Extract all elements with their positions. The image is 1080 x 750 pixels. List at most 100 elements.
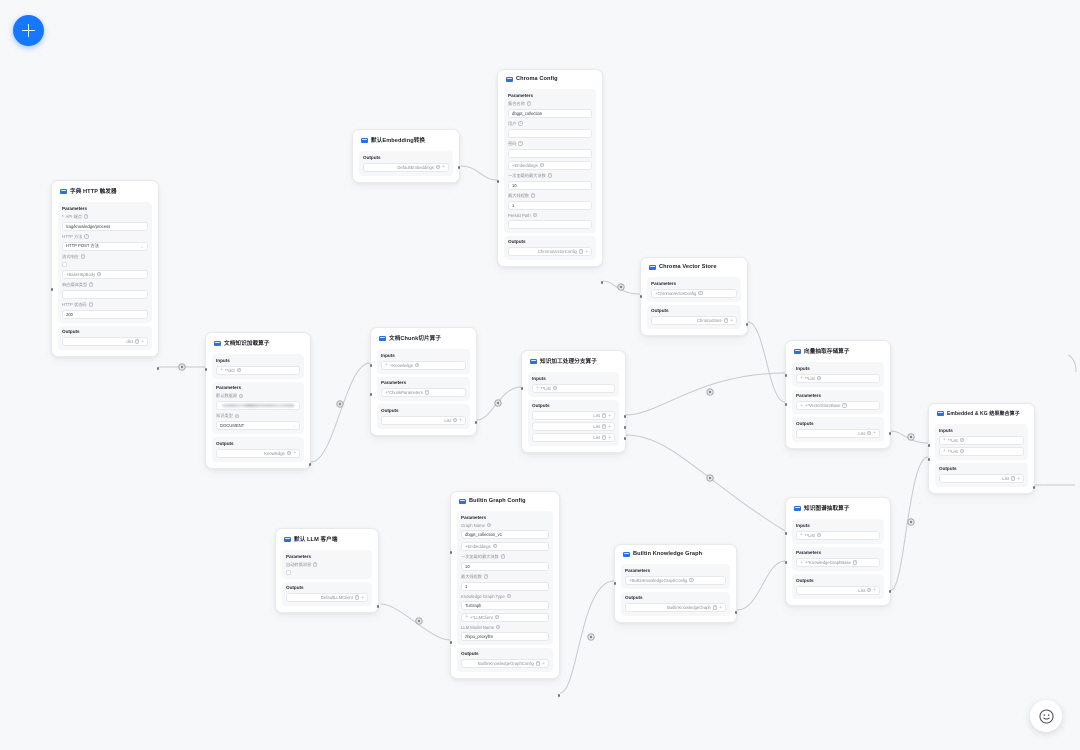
output-port-list[interactable]: List?+ [381, 415, 466, 425]
add-port-icon[interactable]: + [873, 587, 876, 593]
node-builtin-graph-config[interactable]: Builtin Graph Config Parameters Graph Na… [449, 491, 561, 697]
port-dot-in[interactable] [369, 364, 373, 367]
port-dot-in[interactable] [639, 295, 643, 298]
http-method-select[interactable]: HTTP POST 方法⌄ [62, 241, 148, 251]
input-port-list-2[interactable]: +**List? [939, 446, 1024, 456]
api-endpoint-input[interactable]: /rag/knowledge/process [62, 221, 148, 231]
port-dot-out[interactable] [888, 432, 892, 435]
auto-convert-message-checkbox[interactable] [286, 569, 291, 575]
port-dot-out-1[interactable] [623, 415, 627, 418]
node-chroma-vector-store[interactable]: Chroma Vector Store Parameters +ChromaVe… [639, 257, 749, 336]
max-chunks-per-load-input[interactable]: 10 [461, 561, 549, 571]
add-port-icon[interactable]: + [220, 367, 223, 373]
add-port-icon[interactable]: + [800, 532, 803, 538]
knowledge-graph-type-input[interactable]: TuGraph [461, 600, 549, 610]
port-dot-in-1[interactable] [927, 444, 931, 447]
add-port-icon[interactable]: + [585, 248, 588, 255]
node-doc-knowledge-loader[interactable]: 文档知识加载算子 Inputs +**dict? Parameters 默认数据… [204, 332, 312, 469]
port-dot-in[interactable] [613, 582, 617, 585]
max-threads-input[interactable]: 1 [508, 200, 592, 210]
port-llmclient[interactable]: ++*LLMClient? [461, 612, 549, 622]
add-port-icon[interactable]: + [293, 450, 296, 456]
port-dot-out[interactable] [376, 605, 380, 608]
port-dot-in[interactable] [204, 368, 208, 371]
add-port-icon[interactable]: + [719, 604, 722, 611]
add-port-icon[interactable]: + [361, 594, 364, 601]
port-dot-in[interactable] [50, 288, 54, 291]
output-port-builtinknowledgegraphconfig[interactable]: BuiltinKnowledgeGraphConfig?+ [461, 659, 549, 668]
add-port-icon[interactable]: + [442, 164, 445, 170]
output-port-defaultembeddings[interactable]: DefaultEmbeddings?+ [363, 162, 449, 172]
port-dot-out[interactable] [745, 323, 749, 326]
default-datasource-input[interactable] [216, 401, 300, 410]
add-port-icon[interactable]: + [943, 448, 946, 454]
port-dot-param[interactable] [369, 393, 373, 396]
node-kg-extract[interactable]: 知识图谱抽取算子 Inputs +**List? Parameters ++*K… [784, 497, 892, 606]
port-dot-in[interactable] [784, 532, 788, 535]
output-port-defaultllmclient[interactable]: DefaultLLMClient?+ [286, 593, 368, 602]
http-status-code-input[interactable]: 200 [62, 309, 148, 319]
add-port-icon[interactable]: + [800, 559, 803, 566]
add-port-icon[interactable]: + [465, 614, 468, 620]
port-embeddings[interactable]: +Embeddings? [508, 160, 592, 170]
help-bubble-button[interactable] [1030, 700, 1062, 732]
knowledge-type-select[interactable]: DOCUMENT⌄ [216, 421, 300, 430]
port-basehttpbody[interactable]: +BaseHttpBody? [62, 269, 148, 279]
max-threads-input[interactable]: 1 [461, 581, 549, 591]
port-dot-out[interactable] [156, 367, 160, 370]
node-doc-chunk-split[interactable]: 文档Chunk切片算子 Inputs ++Knowledge? Paramete… [369, 327, 478, 436]
port-chunkparameters[interactable]: +*ChunkParameters? [381, 388, 466, 397]
port-dot-out[interactable] [474, 421, 478, 424]
add-port-icon[interactable]: + [943, 437, 946, 443]
add-port-icon[interactable]: + [385, 362, 388, 368]
port-dot-in[interactable] [520, 387, 524, 390]
password-input[interactable] [508, 148, 592, 158]
persist-path-input[interactable] [508, 219, 592, 229]
add-port-icon[interactable]: + [873, 430, 876, 436]
port-dot-param[interactable] [784, 561, 788, 564]
output-port-chromavectorconfig[interactable]: ChromaVectorConfig?+ [508, 247, 592, 256]
add-port-icon[interactable]: + [800, 402, 803, 409]
node-default-embedding[interactable]: 默认Embedding转换 Outputs DefaultEmbeddings?… [352, 129, 461, 183]
add-port-icon[interactable]: + [608, 412, 611, 419]
output-port-list[interactable]: List?+ [796, 428, 880, 438]
add-port-icon[interactable]: + [1017, 475, 1020, 482]
input-port-list[interactable]: +**List? [532, 383, 615, 393]
node-vector-extract-store[interactable]: 向量抽取存储算子 Inputs +**List? Parameters ++*V… [784, 340, 892, 449]
node-embedded-kg-aggregate[interactable]: Embedded & KG 结果聚合算子 Inputs +**List? +**… [927, 403, 1036, 494]
input-port-list[interactable]: +**List? [796, 530, 880, 540]
input-port-knowledge[interactable]: ++Knowledge? [381, 360, 466, 370]
output-port-chromastore[interactable]: ChromaStore?+ [651, 316, 737, 325]
input-port-list[interactable]: +**List? [796, 373, 880, 383]
port-dot-param[interactable] [784, 403, 788, 406]
output-port-knowledge[interactable]: Knowledge?+ [216, 448, 300, 458]
output-port-list-1[interactable]: List?+ [532, 411, 615, 420]
port-embeddings[interactable]: +Embeddings? [461, 541, 549, 551]
port-builtinknowledgegraphconfig[interactable]: +BuiltinKnowledgeGraphConfig? [625, 575, 726, 585]
add-port-icon[interactable]: + [459, 417, 462, 423]
max-chunks-per-load-input[interactable]: 10 [508, 180, 592, 190]
port-dot-in[interactable] [784, 374, 788, 377]
port-vectorstorebase[interactable]: ++*VectorStoreBase? [796, 401, 880, 410]
port-dot-out[interactable] [888, 590, 892, 593]
add-port-icon[interactable]: + [730, 317, 733, 324]
port-dot-out-3[interactable] [623, 437, 627, 440]
output-port-list[interactable]: List?+ [939, 474, 1024, 483]
node-default-llm-client[interactable]: 默认 LLM 客户端 Parameters 自动转换消息? Outputs De… [275, 528, 380, 613]
port-dot-in[interactable] [496, 180, 500, 183]
port-dot-in-2[interactable] [927, 458, 931, 461]
user-input[interactable] [508, 128, 592, 138]
node-http-trigger[interactable]: 字典 HTTP 触发器 Parameters *API 端点? /rag/kno… [50, 180, 160, 370]
port-dot-out[interactable] [557, 694, 561, 697]
add-port-icon[interactable]: + [542, 660, 545, 667]
port-dot-out[interactable] [308, 463, 312, 466]
add-port-icon[interactable]: + [608, 434, 611, 441]
output-port-list[interactable]: List?+ [796, 585, 880, 595]
node-knowledge-branch[interactable]: 知识加工处理分支算子 Inputs +**List? Outputs List?… [520, 350, 627, 453]
output-port-dict[interactable]: dict?+ [62, 337, 148, 346]
port-dot-out[interactable] [457, 166, 461, 169]
port-dot-out[interactable] [734, 611, 738, 614]
output-port-list-3[interactable]: List?+ [532, 433, 615, 442]
port-chromavectorconfig[interactable]: +ChromaVectorConfig? [651, 288, 737, 298]
